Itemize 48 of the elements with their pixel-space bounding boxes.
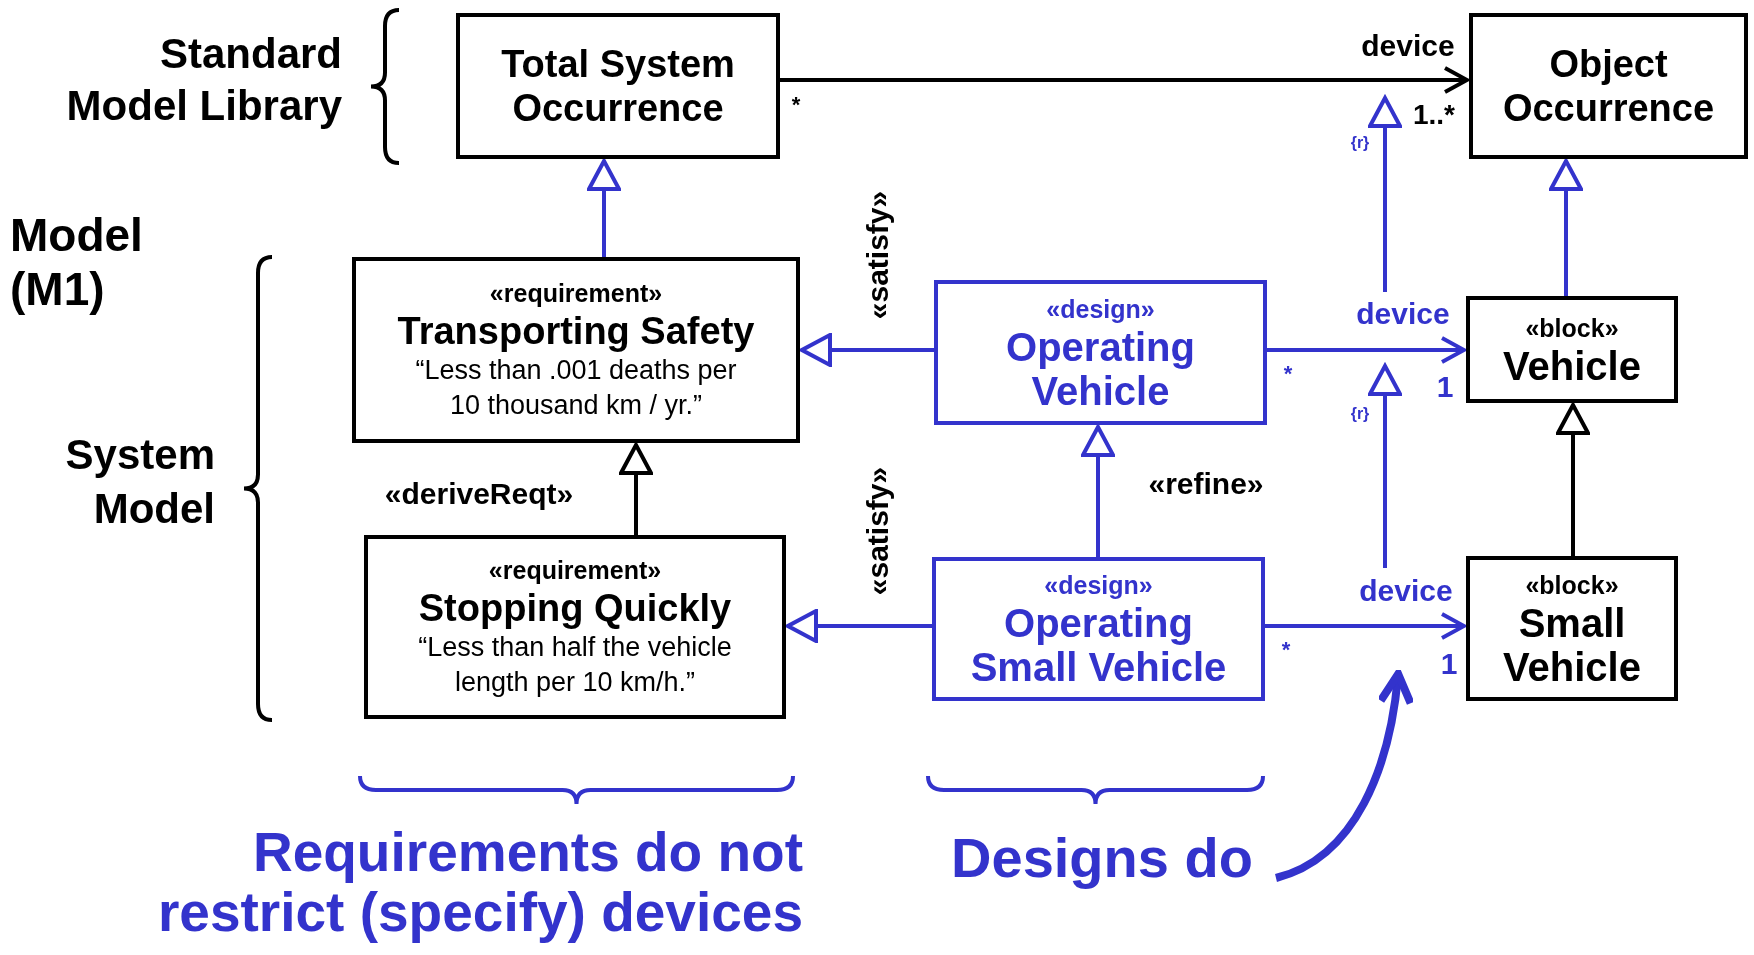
generalization-arrow — [1556, 403, 1590, 556]
multiplicity-label: 1 — [1436, 368, 1454, 405]
node-title: Operating Small Vehicle — [969, 601, 1228, 689]
annotation-text: Requirements do not restrict (specify) devices — [156, 822, 803, 942]
requirement-text: “Less than half the vehicle length per 10 km/h.” — [417, 631, 733, 699]
stereotype-label: «requirement» — [489, 278, 663, 309]
satisfy-arrow — [786, 609, 932, 643]
node-title: Small Vehicle — [1502, 600, 1642, 689]
annotation-text: System Model — [64, 430, 215, 534]
association-arrow — [1265, 612, 1466, 640]
node-title: Stopping Quickly — [418, 586, 732, 630]
multiplicity-label: * — [791, 90, 801, 119]
association-arrow — [1267, 336, 1466, 364]
annotation-text: Standard Model Library — [65, 29, 342, 131]
stereotype-label: «design» — [1046, 293, 1155, 325]
association-arrow — [780, 66, 1469, 94]
stereotype-label: «requirement» — [488, 555, 662, 586]
generalization-arrow — [1549, 159, 1583, 296]
multiplicity-label: 1 — [1440, 645, 1458, 682]
multiplicity-label: {r} — [1350, 133, 1370, 153]
stereotype-label: «block» — [1525, 312, 1619, 344]
stereotype-label: «block» — [1525, 569, 1619, 601]
class-box — [1466, 296, 1678, 403]
annotation-text: Model (M1) — [10, 208, 144, 316]
node-title: Operating Vehicle — [1005, 324, 1196, 413]
class-box — [456, 13, 780, 159]
generalization-arrow — [587, 159, 621, 257]
multiplicity-label: * — [1281, 635, 1291, 664]
class-box — [1469, 13, 1748, 159]
design-box — [934, 280, 1267, 425]
node-title: Transporting Safety — [397, 309, 755, 353]
multiplicity-label: {r} — [1350, 404, 1370, 424]
node-title: Object Occurrence — [1501, 42, 1716, 130]
curved-arrow — [1274, 670, 1414, 882]
stereotype-label: «design» — [1044, 570, 1153, 601]
derive-arrow — [619, 443, 653, 535]
multiplicity-label: * — [1283, 359, 1293, 388]
node-title: Vehicle — [1503, 343, 1641, 388]
class-box — [1466, 556, 1678, 701]
node-title: Total System Occurrence — [500, 42, 736, 130]
refine-arrow — [1081, 425, 1115, 557]
design-box — [932, 557, 1265, 701]
satisfy-arrow — [800, 333, 934, 367]
class-box — [352, 257, 800, 443]
requirement-text: “Less than .001 deaths per 10 thousand km / yr.” — [414, 354, 738, 422]
class-box — [364, 535, 786, 719]
callout-text: Designs do — [951, 826, 1253, 890]
multiplicity-label: 1..* — [1413, 98, 1455, 132]
